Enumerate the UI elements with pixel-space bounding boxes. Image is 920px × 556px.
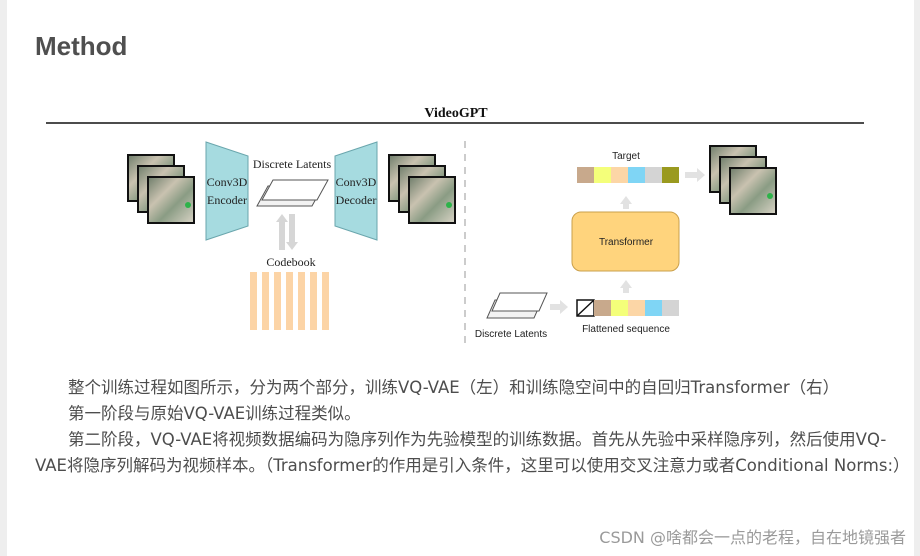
transformer-block: [571, 211, 680, 272]
flattened-sequence-label: Flattened sequence: [582, 324, 670, 335]
latent-planes-top: [256, 179, 329, 207]
encoder-block: [205, 141, 249, 241]
figure-title: VideoGPT: [424, 106, 488, 121]
section-heading: Method: [35, 31, 128, 61]
right-margin-bar: [914, 0, 920, 556]
encoder-label-line2: Encoder: [207, 193, 247, 207]
target-to-video-arrow: [685, 168, 705, 182]
latent-planes-bottom: [486, 292, 548, 319]
encoder-label-line1: Conv3D: [207, 175, 248, 189]
csdn-watermark: CSDN @啥都会一点的老程，自在地镜强者: [599, 528, 906, 547]
discrete-latents-top-label: Discrete Latents: [253, 157, 332, 171]
left-margin-bar: [0, 0, 7, 556]
output-video-frames: [709, 145, 777, 215]
decoder-label-line2: Decoder: [336, 193, 377, 207]
target-sequence: [577, 167, 679, 183]
sequence-to-transformer-arrow: [620, 280, 632, 293]
codebook-bars: [250, 272, 329, 330]
codebook-arrows: [276, 214, 298, 250]
transformer-label: Transformer: [599, 237, 654, 248]
codebook-label: Codebook: [266, 255, 315, 269]
reconstructed-video-frames: [388, 154, 456, 224]
paragraph-overview: 整个训练过程如图所示，分为两个部分，训练VQ-VAE（左）和训练隐空间中的自回归…: [68, 378, 840, 397]
flattened-sequence: [576, 299, 679, 317]
transformer-to-target-arrow: [620, 196, 632, 209]
videogpt-diagram: VideoGPT Conv3D Encoder Discrete Latents…: [46, 106, 864, 344]
paragraph-stage-one: 第一阶段与原始VQ-VAE训练过程类似。: [68, 404, 361, 423]
target-label: Target: [612, 151, 640, 162]
article-body: 整个训练过程如图所示，分为两个部分，训练VQ-VAE（左）和训练隐空间中的自回归…: [35, 375, 910, 479]
paragraph-stage-two: 第二阶段，VQ-VAE将视频数据编码为隐序列作为先验模型的训练数据。首先从先验中…: [35, 430, 910, 475]
input-video-frames: [127, 154, 195, 224]
videogpt-figure: VideoGPT Conv3D Encoder Discrete Latents…: [40, 96, 872, 356]
latents-to-sequence-arrow: [550, 300, 568, 314]
discrete-latents-bottom-label: Discrete Latents: [475, 329, 547, 340]
decoder-label-line1: Conv3D: [336, 175, 377, 189]
decoder-block: [334, 141, 378, 241]
